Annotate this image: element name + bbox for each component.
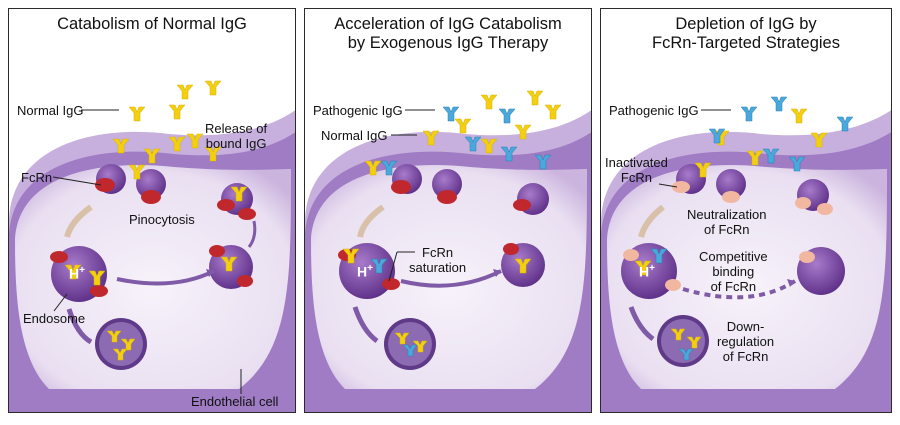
competitive-binding-label: Competitive binding of FcRn (699, 249, 768, 294)
downregulation-label: Down- regulation of FcRn (717, 319, 775, 364)
fcrn-label: FcRn (21, 170, 53, 185)
pathogenic-igg-label: Pathogenic IgG (609, 103, 699, 118)
normal-igg-label: Normal IgG (17, 103, 84, 118)
panel-1-title: Catabolism of Normal IgG (57, 15, 247, 33)
proton-label: H+ (69, 265, 85, 282)
proton-label: H+ (639, 263, 655, 280)
panel-normal-catabolism: Catabolism of Normal IgG Normal IgG Rele… (8, 8, 296, 413)
panel-3-title: Depletion of IgG by FcRn-Targeted Strate… (651, 15, 840, 52)
pinocytosis-label: Pinocytosis (129, 212, 195, 227)
panel-fcrn-targeted: Depletion of IgG by FcRn-Targeted Strate… (600, 8, 892, 413)
neutralization-label: Neutralization of FcRn (687, 207, 767, 237)
endosome-label: Endosome (23, 311, 86, 326)
figure: Catabolism of Normal IgG Normal IgG Rele… (8, 8, 892, 413)
panel-2-title: Acceleration of IgG Catabolism by Exogen… (334, 15, 562, 52)
pathogenic-igg-label: Pathogenic IgG (313, 103, 403, 118)
panel-2-illustration (305, 90, 591, 412)
endothelial-cell-label: Endothelial cell (191, 394, 279, 409)
panel-3-illustration (601, 96, 891, 412)
normal-igg-label: Normal IgG (321, 128, 388, 143)
inactivated-fcrn-label: Inactivated FcRn (605, 155, 668, 185)
fcrn-saturation-label: FcRn saturation (409, 245, 467, 275)
panel-1-illustration (9, 80, 295, 412)
release-bound-igg-label: Release of bound IgG (205, 121, 268, 151)
panel-exogenous-igg: Acceleration of IgG Catabolism by Exogen… (304, 8, 592, 413)
proton-label: H+ (357, 263, 373, 280)
